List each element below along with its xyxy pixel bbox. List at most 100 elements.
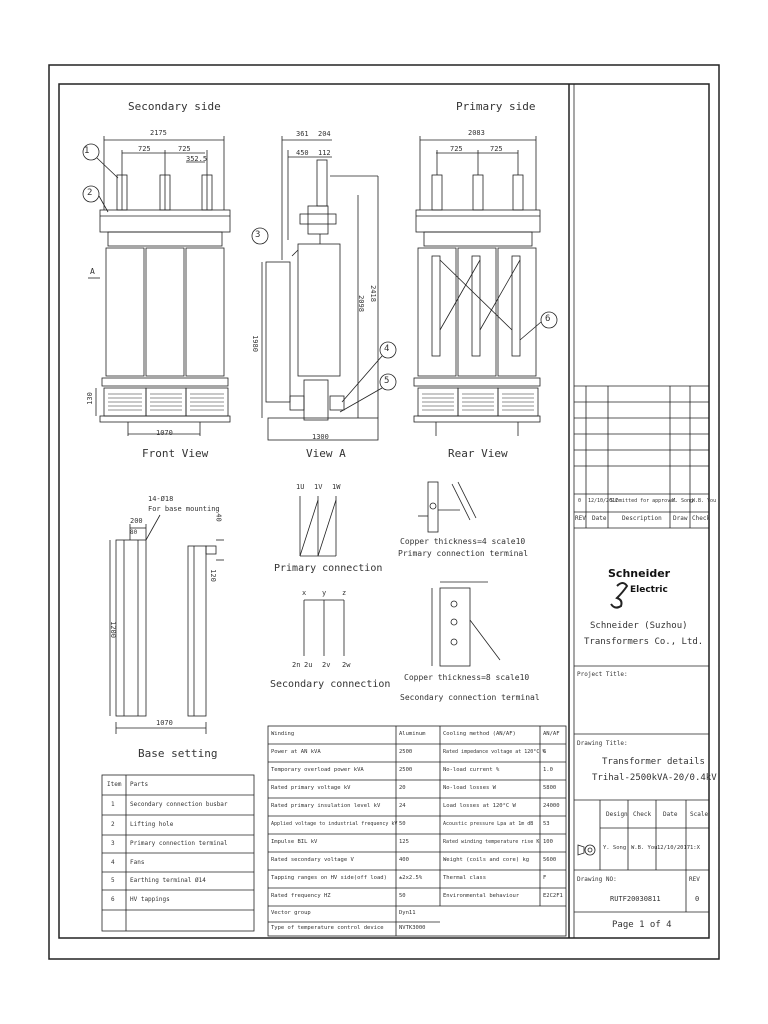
spec-value: Aluminum [399,731,426,737]
spec-label: Rated primary insulation level kV [271,803,381,809]
check-value: W.B. You [631,845,658,851]
revision-header-date: Date [592,515,607,522]
drawing-no-value: RUTF20030811 [610,895,661,903]
front-view-label: Front View [142,447,209,460]
view-a-drawing [251,136,397,441]
front-view-drawing [82,136,231,436]
dim-front-130: 130 [85,392,94,405]
rear-view-drawing [413,136,558,436]
parts-item: 2 [111,821,115,828]
dim-front-725-a: 725 [138,145,151,153]
parts-name: HV tappings [130,896,170,903]
base-setting-drawing [109,514,224,734]
dim-view-a-450: 450 [296,149,309,157]
dim-view-a-112: 112 [318,149,331,157]
project-title-label: Project Title: [577,671,628,678]
rev-label: REV [689,876,700,883]
scale-label: Scale [690,811,709,818]
spec-value: 50 [399,821,406,827]
base-note-2: For base mounting [148,505,220,513]
primary-terminal-caption-1: Copper thickness=4 scale10 [400,537,526,546]
spec-label: Vector group [271,910,311,916]
dim-view-a-2418: 2418 [368,285,377,302]
revision-header-check: Check [692,515,711,522]
spec-label: Rated winding temperature rise K [443,839,540,845]
spec-label: Applied voltage to industrial frequency … [271,821,398,827]
secondary-label-2v: 2v [322,661,331,669]
spec-value: AN/AF [543,731,560,737]
spec-label: Rated frequency HZ [271,893,331,899]
primary-label-1w: 1W [332,483,341,491]
primary-side-label: Primary side [456,100,536,113]
spec-table-grid [267,725,567,937]
spec-label: Environmental behaviour [443,893,520,899]
parts-name: Fans [130,859,145,866]
secondary-side-label: Secondary side [128,100,221,113]
primary-connection-label: Primary connection [274,563,383,574]
dim-front-bottom: 1070 [156,429,173,437]
drawing-title-line-2: Trihal-2500kVA-20/0.4kV [592,773,717,783]
spec-value: 2500 [399,749,413,755]
spec-value: 2500 [399,767,413,773]
spec-label: Weight (coils and core) kg [443,857,530,863]
spec-label: Load losses at 120°C W [443,803,516,809]
date-label: Date [663,811,678,818]
parts-table-grid [101,774,255,932]
secondary-connection-diagram [303,599,345,656]
parts-item: 1 [111,801,115,808]
secondary-label-2u: 2u [304,661,313,669]
dim-front-352: 352.5 [186,155,208,163]
parts-item: 6 [111,896,115,903]
dim-base-200: 200 [130,517,143,525]
dim-front-725-b: 725 [178,145,191,153]
spec-label: Cooling method (AN/AF) [443,731,516,737]
primary-label-1v: 1V [314,483,323,491]
secondary-connection-label: Secondary connection [270,679,391,690]
spec-value: 20 [399,785,406,791]
revision-drawn: Y. Song [672,498,694,504]
secondary-label-x: x [302,589,307,597]
spec-label: Winding [271,731,295,737]
rev-value: 0 [695,895,700,903]
spec-value: 100 [543,839,553,845]
spec-label: No-load current % [443,767,500,773]
check-label: Check [633,811,652,818]
primary-label-1u: 1U [296,483,305,491]
spec-label: Temporary overload power kVA [271,767,364,773]
spec-label: Rated impedance voltage at 120°C % [443,749,546,755]
secondary-label-2w: 2w [342,661,351,669]
primary-terminal-drawing [418,481,477,533]
callout-4: 4 [384,344,390,354]
page-number: Page 1 of 4 [612,920,672,930]
spec-label: Impulse BIL kV [271,839,318,845]
spec-label: Acoustic pressure Lpa at 1m dB [443,821,534,827]
dim-view-a-361: 361 [296,130,309,138]
secondary-terminal-caption-2: Secondary connection terminal [400,693,540,702]
dim-view-a-bottom: 1300 [312,433,329,441]
spec-value: F [543,875,547,881]
base-setting-label: Base setting [138,747,218,760]
primary-terminal-caption-2: Primary connection terminal [398,549,529,558]
spec-value: Dyn11 [399,910,416,916]
dim-base-height: 1200 [108,621,117,638]
spec-value: 24 [399,803,406,809]
parts-item: 3 [111,840,115,847]
secondary-terminal-drawing [431,581,501,667]
dim-view-a-total: 2098 [356,295,365,312]
spec-label: Tapping ranges on HV side(off load) [271,875,387,881]
spec-label: Rated secondary voltage V [271,857,354,863]
view-a-label: View A [306,447,346,460]
company-logo-line-1: Schneider [608,567,671,580]
projection-symbol-icon [577,844,596,856]
parts-name: Primary connection terminal [130,840,228,847]
drawing-title-label: Drawing Title: [577,740,628,747]
callout-1: 1 [84,146,90,156]
revision-description: Submitted for approval [610,498,677,504]
callout-2: 2 [87,188,93,198]
date-value: 12/10/2017 [657,845,691,851]
dim-base-120: 120 [208,569,217,582]
drawing-no-label: Drawing NO: [577,876,617,883]
parts-item: 5 [111,877,115,884]
parts-name: Earthing terminal Ø14 [130,877,206,884]
